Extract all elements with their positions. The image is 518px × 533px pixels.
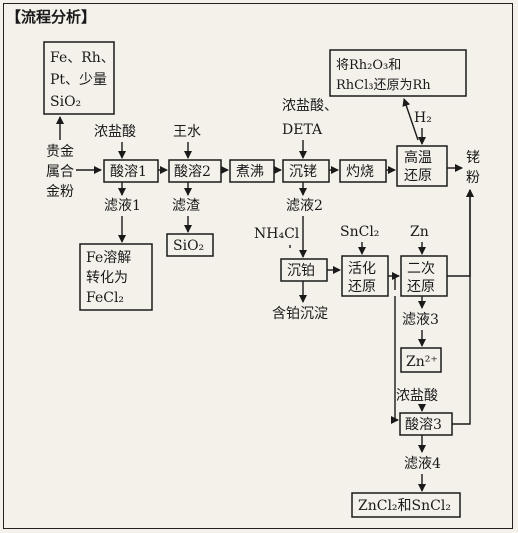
diagram-frame: [3, 3, 513, 529]
sio2-label: SiO₂: [173, 238, 204, 254]
step-sec-line2: 还原: [407, 279, 435, 295]
rh-powder-line1: 铑: [466, 150, 480, 166]
composition-line3: SiO₂: [50, 94, 81, 110]
step-acid3-label: 酸溶3: [405, 417, 442, 433]
composition-line1: Fe、Rh、: [50, 50, 115, 66]
step-act-line1: 活化: [348, 261, 376, 277]
reagent-conc-hcl-1: 浓盐酸: [94, 124, 136, 140]
step-sec-line1: 二次: [407, 261, 435, 277]
step-precip-pt-label: 沉铂: [287, 263, 315, 279]
composition-line2: Pt、少量: [50, 72, 107, 88]
step-acid1-label: 酸溶1: [110, 164, 147, 180]
section-title: 【流程分析】: [6, 8, 97, 26]
arrow-second-to-rh-powder: [447, 189, 474, 277]
final-products-box: [351, 492, 461, 518]
pt-precipitate: 含铂沉淀: [272, 306, 328, 322]
fe-note-line2: 转化为: [86, 270, 128, 286]
step-high-temp-reduction: [396, 145, 448, 187]
filtrate-1: 滤液1: [104, 198, 141, 214]
residue-label: 滤渣: [172, 198, 200, 214]
reagent-aqua-regia: 王水: [173, 124, 201, 140]
filtrate-3: 滤液3: [402, 312, 439, 328]
step-precip-rh-label: 沉铑: [289, 164, 317, 180]
zn-ion-label: Zn²⁺: [406, 354, 438, 370]
step-acid2-label: 酸溶2: [174, 164, 211, 180]
filtrate-4: 滤液4: [404, 456, 441, 472]
step-act-line2: 还原: [348, 279, 376, 295]
rh-note-line1: 将Rh₂O₃和: [336, 58, 401, 73]
reagent-hcl-deta-line2: DETA: [282, 122, 323, 138]
step-calcine-label: 灼烧: [346, 164, 374, 180]
filtrate-2: 滤液2: [286, 198, 323, 214]
fe-note-line1: Fe溶解: [86, 250, 131, 266]
reagent-nh4cl: NH₄Cl: [254, 226, 300, 242]
feed-line3: 金粉: [46, 184, 74, 200]
sio2-box: [166, 233, 214, 257]
step-htr-line1: 高温: [404, 149, 432, 166]
composition-box: [43, 41, 115, 115]
arrow-loop-to-acid3: [391, 296, 399, 424]
fe-note-line3: FeCl₂: [86, 290, 124, 306]
reagent-sncl2: SnCl₂: [340, 224, 379, 240]
rh-note-line2: RhCl₃还原为Rh: [336, 78, 431, 93]
rh-note-box: [329, 49, 467, 97]
step-precipitate-rh: [282, 159, 330, 183]
feed-line2: 属合: [46, 164, 74, 180]
reagent-zn: Zn: [410, 224, 429, 240]
step-calcine: [339, 159, 387, 183]
arrow-htr-to-rh-note: [402, 98, 419, 141]
rh-powder-line2: 粉: [466, 170, 480, 186]
arrow-acid3-to-rh-powder: [452, 189, 474, 425]
step-htr-line2: 还原: [404, 168, 432, 184]
reagent-h2: H₂: [414, 110, 432, 126]
reagent-conc-hcl-2: 浓盐酸: [396, 388, 438, 404]
fe-note-box: [79, 243, 153, 311]
step-boil-label: 煮沸: [236, 164, 264, 180]
zn-ion-box: [400, 347, 442, 373]
feed-line1: 贵金: [46, 144, 74, 160]
final-products: ZnCl₂和SnCl₂: [358, 498, 451, 514]
reagent-hcl-deta-line1: 浓盐酸、: [282, 98, 338, 114]
step-acid-dissolve-1: [103, 159, 159, 183]
